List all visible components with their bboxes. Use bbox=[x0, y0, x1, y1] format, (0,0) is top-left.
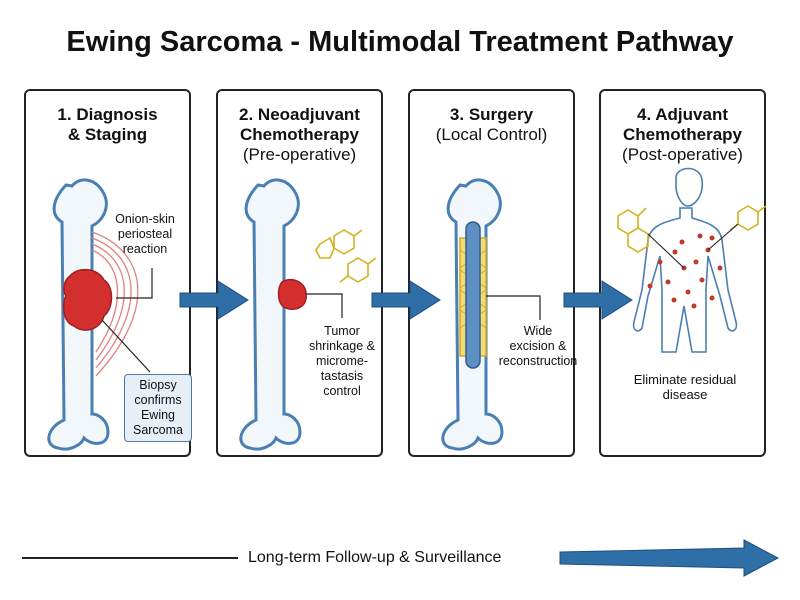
callout-line bbox=[486, 295, 541, 320]
callout-lines bbox=[101, 268, 153, 373]
panel-subtitle: (Post-operative) bbox=[622, 145, 743, 164]
callout-lines bbox=[647, 223, 739, 269]
tumor bbox=[62, 268, 113, 331]
panel-title-line: 3. Surgery bbox=[449, 105, 534, 124]
tumor-shrunk bbox=[277, 278, 307, 310]
panel-title-line: Chemotherapy bbox=[622, 125, 743, 144]
panel-surgery: 3. Surgery (Local Control) bbox=[408, 89, 575, 457]
follow-up-label: Long-term Follow-up & Surveillance bbox=[248, 549, 502, 566]
panel-title: 1. Diagnosis & Staging bbox=[26, 105, 189, 145]
chemo-molecule-icon bbox=[617, 205, 767, 253]
chemo-molecule-icon bbox=[315, 229, 377, 283]
flow-arrow bbox=[563, 280, 633, 320]
callout-line bbox=[306, 293, 343, 318]
panel-title-line: Chemotherapy bbox=[239, 125, 360, 144]
periosteal-reaction-lines bbox=[91, 231, 139, 377]
page-title: Ewing Sarcoma - Multimodal Treatment Pat… bbox=[66, 26, 734, 58]
timeline-arrow bbox=[559, 539, 780, 577]
panel-adjuvant-chemotherapy: 4. Adjuvant Chemotherapy (Post-operative… bbox=[599, 89, 766, 457]
panel-neoadjuvant-chemotherapy: 2. Neoadjuvant Chemotherapy (Pre-operati… bbox=[216, 89, 383, 457]
panel-subtitle: (Local Control) bbox=[435, 125, 548, 144]
bone-neoadjuvant bbox=[239, 178, 302, 451]
panel-title-line: 4. Adjuvant bbox=[637, 105, 728, 124]
fixation-rod bbox=[465, 221, 481, 369]
panel-title-line: 2. Neoadjuvant bbox=[239, 105, 360, 124]
human-body-outline bbox=[632, 167, 738, 353]
flow-arrow bbox=[371, 280, 441, 320]
panel-title: 3. Surgery (Local Control) bbox=[410, 105, 573, 145]
panel-title-line: & Staging bbox=[67, 125, 148, 144]
panel-subtitle: (Pre-operative) bbox=[242, 145, 357, 164]
flow-arrow bbox=[179, 280, 249, 320]
panel-title: 4. Adjuvant Chemotherapy (Post-operative… bbox=[601, 105, 764, 165]
panel-title-line: 1. Diagnosis bbox=[57, 105, 158, 124]
panel-title: 2. Neoadjuvant Chemotherapy (Pre-operati… bbox=[218, 105, 381, 165]
